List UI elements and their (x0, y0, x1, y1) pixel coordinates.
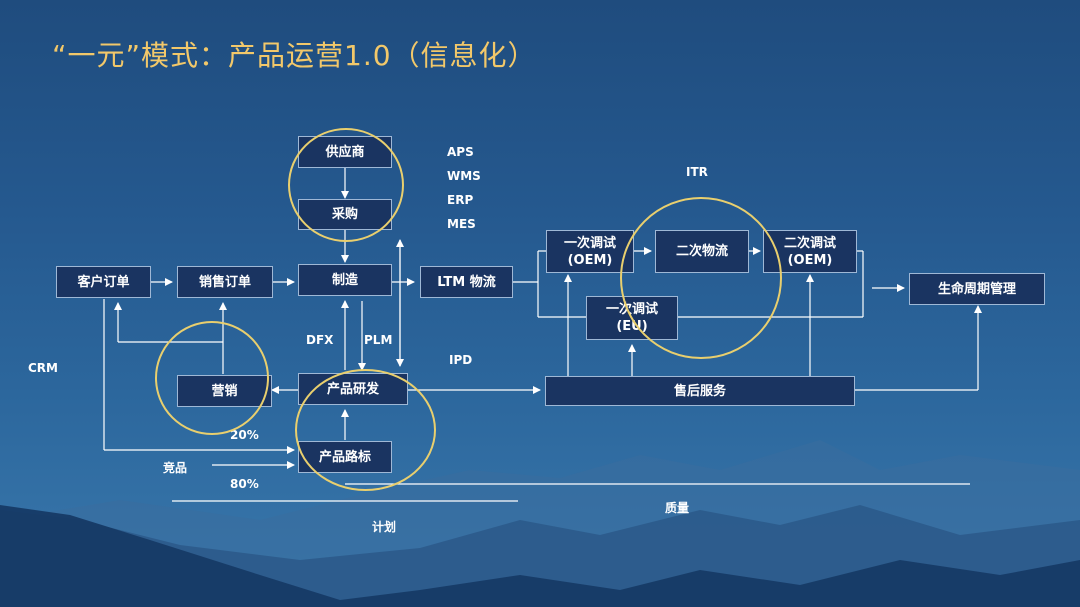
crm-label: CRM (28, 361, 58, 375)
competitor-label: 竞品 (163, 461, 188, 475)
mountain-near-range (0, 505, 1080, 607)
customer-order-box[interactable]: 客户订单 (56, 266, 151, 298)
page-title: “一元”模式：产品运营1.0（信息化） (52, 39, 537, 72)
purchase-label: 采购 (331, 207, 358, 222)
product-roadmap-box[interactable]: 产品路标 (298, 441, 392, 473)
pct-80-label: 80% (230, 477, 259, 491)
ltm-logistics-box[interactable]: LTM 物流 (420, 266, 513, 298)
pct-20-label: 20% (230, 428, 259, 442)
after-sales-box[interactable]: 售后服务 (545, 376, 855, 406)
product-rd-box[interactable]: 产品研发 (298, 373, 408, 405)
after-sales-label: 售后服务 (673, 383, 726, 399)
sales-order-label: 销售订单 (198, 274, 251, 290)
lifecycle-mgmt-box[interactable]: 生命周期管理 (909, 273, 1045, 305)
sales-order-box[interactable]: 销售订单 (177, 266, 273, 298)
manufacture-label: 制造 (331, 272, 358, 288)
second-logistics-box[interactable]: 二次物流 (655, 230, 749, 273)
itr-label: ITR (686, 165, 708, 179)
supplier-box[interactable]: 供应商 (298, 136, 392, 168)
dfx-label: DFX (306, 333, 334, 347)
first-debug-eu-label: 一次调试 (EU) (605, 302, 658, 334)
plan-label: 计划 (372, 520, 397, 534)
wms-label: WMS (447, 169, 481, 183)
ltm-logistics-label: LTM 物流 (437, 274, 496, 290)
ipd-label: IPD (449, 353, 473, 367)
first-debug-eu-box[interactable]: 一次调试 (EU) (586, 296, 678, 340)
manufacture-box[interactable]: 制造 (298, 264, 392, 296)
aps-label: APS (447, 145, 474, 159)
supplier-label: 供应商 (325, 144, 365, 160)
erp-label: ERP (447, 193, 474, 207)
product-rd-label: 产品研发 (326, 381, 379, 397)
second-debug-oem-label: 二次调试 (OEM) (783, 235, 836, 268)
mes-label: MES (447, 217, 476, 231)
marketing-label: 营销 (211, 383, 238, 399)
quality-label: 质量 (665, 501, 690, 515)
second-logistics-label: 二次物流 (675, 244, 728, 259)
product-roadmap-label: 产品路标 (318, 449, 371, 465)
marketing-box[interactable]: 营销 (177, 375, 272, 407)
plm-label: PLM (364, 333, 393, 347)
first-debug-oem-box[interactable]: 一次调试 (OEM) (546, 230, 634, 273)
purchase-box[interactable]: 采购 (298, 199, 392, 230)
customer-order-label: 客户订单 (77, 274, 130, 290)
lifecycle-mgmt-label: 生命周期管理 (937, 281, 1016, 297)
second-debug-oem-box[interactable]: 二次调试 (OEM) (763, 230, 857, 273)
first-debug-oem-label: 一次调试 (OEM) (563, 235, 616, 268)
